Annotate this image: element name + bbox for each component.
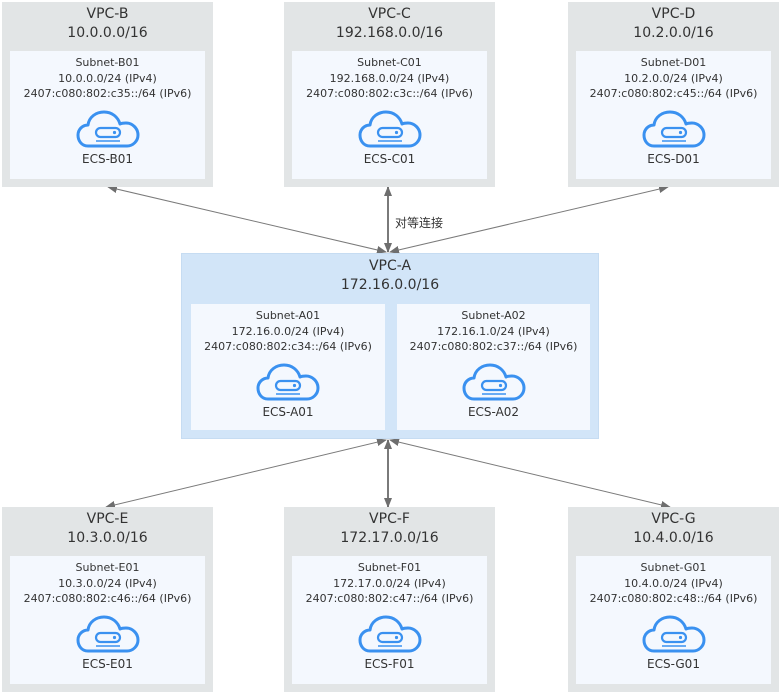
subnet-ipv6-cidr: 2407:c080:802:c34::/64 (IPv6) (204, 340, 372, 353)
subnet-name: Subnet-E01 (75, 561, 140, 574)
subnet-b01[interactable]: Subnet-B01 10.0.0.0/24 (IPv4) 2407:c080:… (10, 51, 205, 179)
vpc-d[interactable]: VPC-D 10.2.0.0/16 Subnet-D01 10.2.0.0/24… (568, 2, 779, 187)
cloud-server-icon (358, 110, 421, 147)
vpc-c[interactable]: VPC-C 192.168.0.0/16 Subnet-C01 192.168.… (284, 2, 495, 187)
subnet-ipv6-cidr: 2407:c080:802:c3c::/64 (IPv6) (306, 87, 473, 100)
vpc-a[interactable]: VPC-A 172.16.0.0/16 Subnet-A01 172.16.0.… (181, 253, 599, 439)
vpc-cidr: 10.2.0.0/16 (633, 25, 714, 41)
vpc-name: VPC-B (86, 6, 129, 22)
cloud-server-icon (462, 363, 525, 400)
vpc-cidr: 192.168.0.0/16 (335, 25, 444, 41)
vpc-cidr: 10.3.0.0/16 (67, 530, 148, 546)
subnet-ipv6-cidr: 2407:c080:802:c47::/64 (IPv6) (305, 592, 474, 605)
subnet-ipv4-cidr: 172.16.0.0/24 (IPv4) (231, 324, 345, 338)
ecs-name: ECS-F01 (364, 656, 415, 671)
peering-link-a-g (389, 438, 671, 509)
vpc-name: VPC-F (369, 511, 410, 527)
ecs-name: ECS-E01 (82, 656, 133, 671)
vpc-cidr: 172.17.0.0/16 (340, 530, 439, 546)
vpc-b[interactable]: VPC-B 10.0.0.0/16 Subnet-B01 10.0.0.0/24… (2, 2, 213, 187)
ecs-name: ECS-A02 (467, 404, 520, 419)
subnet-d01[interactable]: Subnet-D01 10.2.0.0/24 (IPv4) 2407:c080:… (576, 51, 771, 179)
subnet-ipv4-cidr: 172.17.0.0/24 (IPv4) (333, 576, 446, 590)
subnet-ipv6-cidr: 2407:c080:802:c37::/64 (IPv6) (409, 340, 578, 353)
subnet-e01[interactable]: Subnet-E01 10.3.0.0/24 (IPv4) 2407:c080:… (10, 556, 205, 684)
subnet-ipv4-cidr: 10.4.0.0/24 (IPv4) (624, 576, 723, 590)
ecs-name: ECS-A01 (262, 404, 314, 419)
cloud-server-icon (358, 615, 421, 652)
cloud-server-icon (256, 363, 320, 400)
subnet-name: Subnet-B01 (75, 56, 140, 69)
peering-link-a-b (107, 185, 387, 254)
cloud-server-icon (642, 110, 705, 147)
peering-connection-label: 对等连接 (395, 216, 444, 230)
vpc-e[interactable]: VPC-E 10.3.0.0/16 Subnet-E01 10.3.0.0/24… (2, 507, 213, 692)
subnet-ipv4-cidr: 192.168.0.0/24 (IPv4) (329, 71, 450, 85)
vpc-name: VPC-G (651, 511, 696, 527)
ecs-name: ECS-B01 (82, 151, 133, 166)
ecs-name: ECS-G01 (647, 656, 700, 671)
subnet-ipv6-cidr: 2407:c080:802:c45::/64 (IPv6) (589, 87, 758, 100)
subnet-ipv6-cidr: 2407:c080:802:c46::/64 (IPv6) (23, 592, 192, 605)
subnet-name: Subnet-D01 (640, 56, 707, 69)
vpc-g[interactable]: VPC-G 10.4.0.0/16 Subnet-G01 10.4.0.0/24… (568, 507, 779, 692)
subnet-a01[interactable]: Subnet-A01 172.16.0.0/24 (IPv4) 2407:c08… (191, 304, 385, 430)
subnet-ipv4-cidr: 172.16.1.0/24 (IPv4) (437, 324, 550, 338)
peering-link-a-d (389, 185, 669, 254)
subnet-ipv4-cidr: 10.2.0.0/24 (IPv4) (624, 71, 723, 85)
subnet-ipv4-cidr: 10.3.0.0/24 (IPv4) (58, 576, 157, 590)
subnet-ipv4-cidr: 10.0.0.0/24 (IPv4) (58, 71, 157, 85)
vpc-name: VPC-C (368, 6, 411, 22)
subnet-name: Subnet-G01 (640, 561, 707, 574)
vpc-name: VPC-E (86, 511, 129, 527)
vpc-cidr: 10.4.0.0/16 (633, 530, 714, 546)
subnet-f01[interactable]: Subnet-F01 172.17.0.0/24 (IPv4) 2407:c08… (292, 556, 487, 684)
subnet-c01[interactable]: Subnet-C01 192.168.0.0/24 (IPv4) 2407:c0… (292, 51, 487, 179)
cloud-server-icon (76, 110, 139, 147)
subnet-name: Subnet-A02 (461, 309, 526, 322)
subnet-ipv6-cidr: 2407:c080:802:c48::/64 (IPv6) (589, 592, 758, 605)
vpc-name: VPC-D (651, 6, 696, 22)
cloud-server-icon (76, 615, 139, 652)
subnet-g01[interactable]: Subnet-G01 10.4.0.0/24 (IPv4) 2407:c080:… (576, 556, 771, 684)
peering-link-a-e (105, 438, 387, 509)
vpc-cidr: 172.16.0.0/16 (340, 277, 440, 293)
subnet-ipv6-cidr: 2407:c080:802:c35::/64 (IPv6) (23, 87, 192, 100)
subnet-name: Subnet-A01 (255, 309, 321, 322)
vpc-f[interactable]: VPC-F 172.17.0.0/16 Subnet-F01 172.17.0.… (284, 507, 495, 692)
vpc-name: VPC-A (368, 258, 412, 274)
cloud-server-icon (642, 615, 705, 652)
subnet-a02[interactable]: Subnet-A02 172.16.1.0/24 (IPv4) 2407:c08… (397, 304, 590, 430)
subnet-name: Subnet-C01 (357, 56, 422, 69)
vpc-cidr: 10.0.0.0/16 (67, 25, 148, 41)
subnet-name: Subnet-F01 (357, 561, 422, 574)
ecs-name: ECS-D01 (647, 151, 700, 166)
ecs-name: ECS-C01 (363, 151, 416, 166)
